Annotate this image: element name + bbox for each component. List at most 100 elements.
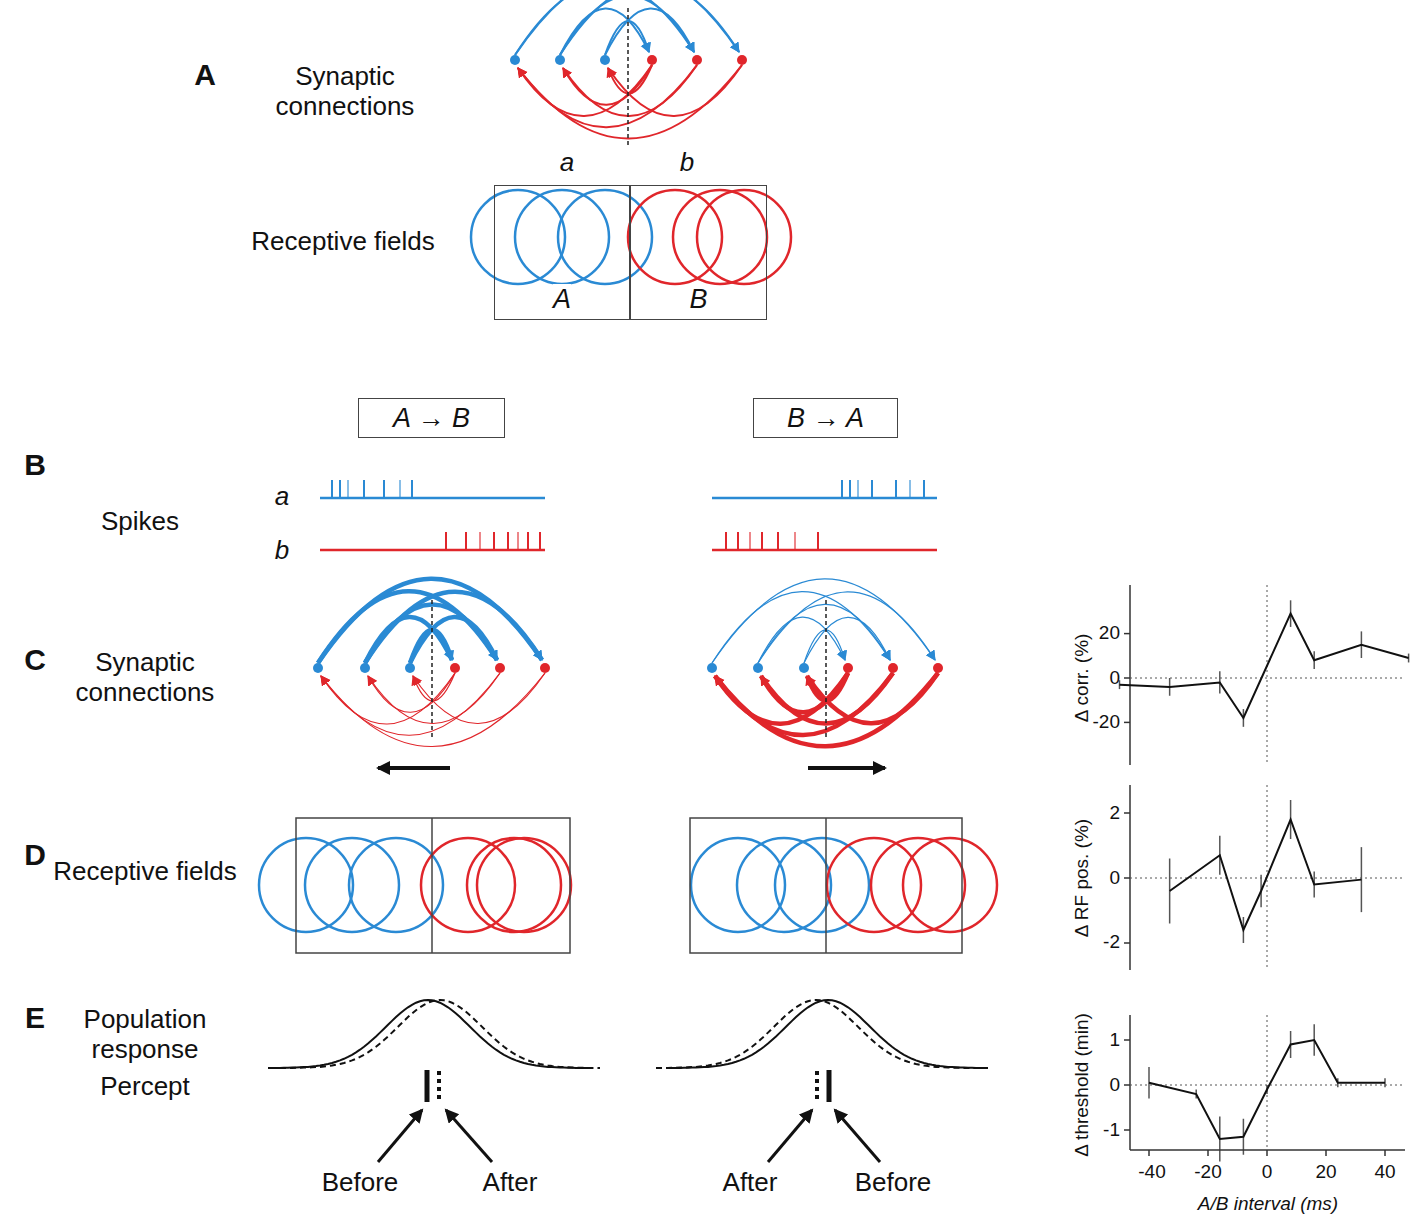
axis-label: 1 bbox=[1109, 1029, 1120, 1051]
axis-label: 0 bbox=[1109, 1074, 1120, 1096]
node-text: B → A bbox=[787, 403, 864, 434]
art-stroke bbox=[1148, 1150, 1150, 1156]
spike bbox=[737, 532, 739, 550]
spike bbox=[777, 532, 779, 550]
spike bbox=[923, 480, 925, 498]
neuron-dot bbox=[692, 55, 702, 65]
neuron-dot bbox=[313, 663, 323, 673]
synapse-arrow bbox=[515, 0, 694, 55]
population-curve bbox=[280, 1000, 600, 1068]
synapse-arrow bbox=[804, 617, 890, 663]
axis-label: -20 bbox=[1093, 711, 1120, 733]
synapse-arrow bbox=[518, 65, 742, 139]
text-label: Spikes bbox=[101, 507, 179, 537]
art-stroke bbox=[1129, 585, 1131, 765]
axis-label: Δ corr. (%) bbox=[1071, 634, 1093, 723]
spike bbox=[411, 480, 413, 498]
population-curve bbox=[268, 1000, 588, 1068]
synapse-arrow bbox=[410, 617, 497, 663]
spike bbox=[493, 532, 495, 550]
neuron-dot bbox=[450, 663, 460, 673]
synapse-arrow bbox=[563, 65, 697, 116]
text-label: Population response bbox=[40, 1005, 250, 1065]
synapse-arrow bbox=[712, 579, 935, 663]
spike bbox=[331, 480, 333, 498]
synapse-arrow bbox=[321, 673, 500, 735]
spike bbox=[465, 532, 467, 550]
synapse-arrow bbox=[712, 592, 890, 663]
panel-letter: E bbox=[25, 1001, 45, 1036]
neuron-dot bbox=[540, 663, 550, 673]
art-stroke bbox=[1124, 1129, 1130, 1131]
spike bbox=[841, 480, 843, 498]
text-label: Before bbox=[322, 1168, 399, 1198]
receptive-field bbox=[515, 190, 609, 284]
synapse-arrow bbox=[758, 604, 890, 663]
text-label: a bbox=[560, 148, 574, 178]
spike bbox=[383, 480, 385, 498]
synapse-arrow bbox=[515, 0, 739, 55]
synapse-arrow bbox=[413, 673, 545, 724]
synapse-arrow bbox=[365, 592, 542, 663]
neuron-dot bbox=[933, 663, 943, 673]
art-stroke bbox=[1267, 1015, 1268, 1150]
art-stroke bbox=[1124, 1039, 1130, 1041]
spike bbox=[445, 532, 447, 550]
synapse-arrow bbox=[321, 673, 455, 724]
synapse-arrow bbox=[758, 592, 935, 663]
panel-letter: B bbox=[24, 448, 46, 483]
axis-label: Δ RF pos. (%) bbox=[1071, 819, 1093, 937]
art-stroke bbox=[1124, 633, 1130, 635]
axis-label: 20 bbox=[1099, 622, 1120, 644]
art-stroke bbox=[1325, 1150, 1327, 1156]
synapse-arrow bbox=[413, 673, 455, 701]
axis-label: 20 bbox=[1315, 1161, 1336, 1183]
receptive-field bbox=[737, 838, 831, 932]
neuron-dot bbox=[495, 663, 505, 673]
panel-letter: C bbox=[24, 643, 46, 678]
neuron-dot bbox=[753, 663, 763, 673]
axis-label: -20 bbox=[1194, 1161, 1221, 1183]
synapse-arrow bbox=[410, 630, 452, 663]
spike bbox=[817, 532, 819, 550]
receptive-field bbox=[628, 190, 722, 284]
population-curve bbox=[668, 1000, 988, 1068]
data-line bbox=[1120, 614, 1409, 718]
field-region: B bbox=[630, 185, 767, 320]
node-text: B bbox=[689, 284, 707, 315]
node-text: A bbox=[553, 284, 571, 315]
spike bbox=[761, 532, 763, 550]
text-label: Before bbox=[855, 1168, 932, 1198]
axis-label: 40 bbox=[1374, 1161, 1395, 1183]
synapse-arrow bbox=[368, 673, 500, 724]
condition-box: B → A bbox=[753, 398, 898, 438]
population-curve bbox=[656, 1000, 976, 1068]
node-text: A → B bbox=[393, 403, 470, 434]
receptive-field bbox=[673, 190, 767, 284]
receptive-field bbox=[467, 838, 561, 932]
receptive-field bbox=[903, 838, 997, 932]
spike bbox=[527, 532, 529, 550]
text-label: b bbox=[680, 148, 694, 178]
receptive-field bbox=[349, 838, 443, 932]
art-stroke bbox=[1130, 678, 1405, 679]
spike bbox=[794, 532, 796, 550]
art-stroke bbox=[1207, 1150, 1209, 1156]
synapse-arrow bbox=[560, 0, 739, 55]
axis-label: -40 bbox=[1138, 1161, 1165, 1183]
synapse-arrow bbox=[605, 21, 649, 55]
receptive-field bbox=[558, 190, 652, 284]
text-label: After bbox=[723, 1168, 778, 1198]
neuron-dot bbox=[510, 55, 520, 65]
data-line bbox=[1170, 820, 1362, 931]
spike bbox=[339, 480, 341, 498]
axis-label: -2 bbox=[1103, 931, 1120, 953]
text-label: a bbox=[275, 482, 289, 512]
synapse-arrow bbox=[605, 8, 694, 55]
synapse-arrow bbox=[321, 673, 545, 747]
art-stroke bbox=[1266, 1150, 1268, 1156]
text-label: Receptive fields bbox=[40, 857, 250, 887]
art-stroke bbox=[1124, 812, 1130, 814]
receptive-field bbox=[775, 838, 869, 932]
receptive-field bbox=[477, 838, 571, 932]
